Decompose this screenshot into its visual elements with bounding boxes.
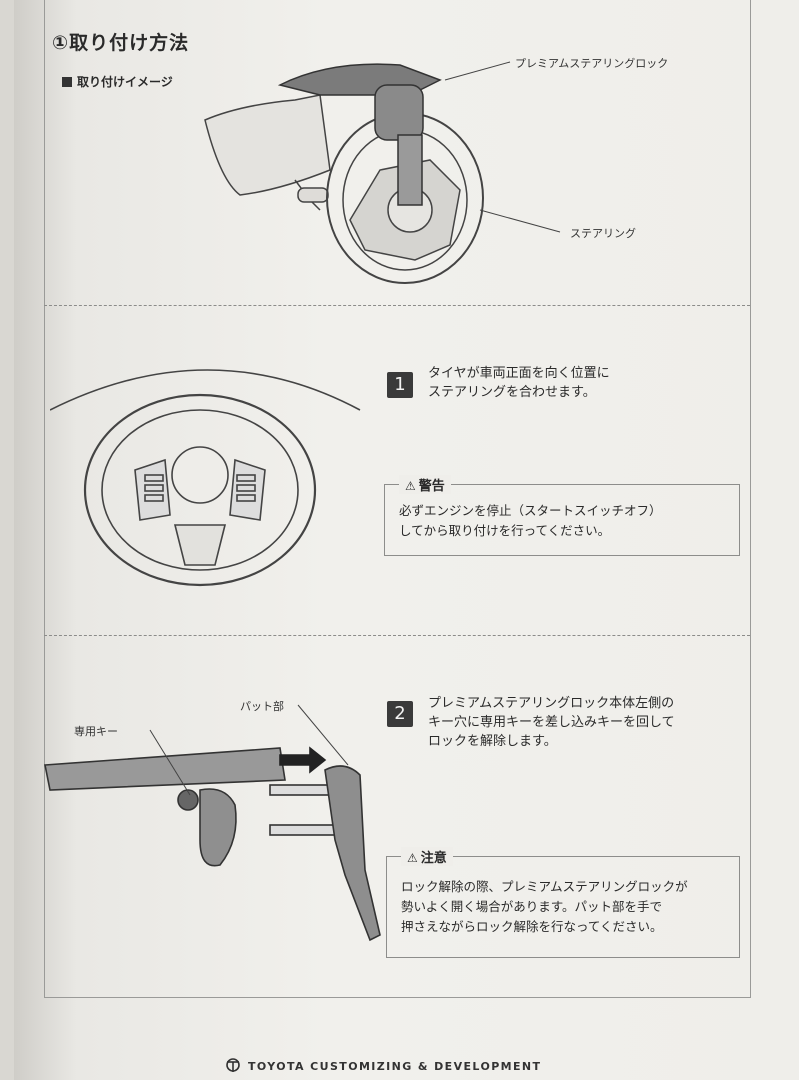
step1-line: ステアリングを合わせます。: [428, 385, 596, 400]
warning-triangle-icon: ⚠: [405, 479, 416, 493]
caution-line: 勢いよく開く場合があります。パット部を手で: [401, 899, 663, 914]
square-bullet-icon: [62, 77, 72, 87]
lock-label: プレミアムステアリングロック: [515, 57, 669, 70]
steering-label: ステアリング: [570, 227, 636, 240]
caution-title: 注意: [420, 851, 447, 866]
brand-logo-icon: [226, 1058, 240, 1072]
warning-line: 必ずエンジンを停止（スタートスイッチオフ）: [399, 503, 662, 518]
caution-body: ロック解除の際、プレミアムステアリングロックが 勢いよく開く場合があります。パッ…: [401, 877, 729, 937]
step1-text: タイヤが車両正面を向く位置に ステアリングを合わせます。: [428, 364, 610, 402]
content-frame: [44, 0, 751, 998]
section-title: ①取り付け方法: [52, 32, 190, 54]
footer-brand: TOYOTA CUSTOMIZING & DEVELOPMENT: [225, 1057, 541, 1073]
footer-brand-text: TOYOTA CUSTOMIZING & DEVELOPMENT: [248, 1060, 542, 1073]
caution-box: ⚠注意 ロック解除の際、プレミアムステアリングロックが 勢いよく開く場合がありま…: [386, 847, 740, 958]
caution-line: 押さえながらロック解除を行なってください。: [401, 919, 663, 934]
warning-heading: ⚠警告: [399, 475, 451, 494]
key-label: 専用キー: [74, 725, 118, 738]
step1-number: 1: [387, 372, 413, 398]
warning-body: 必ずエンジンを停止（スタートスイッチオフ） してから取り付けを行ってください。: [399, 501, 729, 541]
key-unlock-illustration: [44, 704, 381, 942]
caution-line: ロック解除の際、プレミアムステアリングロックが: [401, 879, 688, 894]
installed-image-illustration: [204, 61, 561, 284]
steering-wheel-illustration: [50, 369, 361, 587]
step2-number: 2: [387, 701, 413, 727]
step2-text: プレミアムステアリングロック本体左側の キー穴に専用キーを差し込みキーを回して …: [428, 694, 675, 751]
caution-triangle-icon: ⚠: [407, 851, 418, 865]
step2-line: ロックを解除します。: [428, 734, 557, 749]
pad-label: パット部: [240, 700, 284, 713]
warning-title: 警告: [418, 479, 445, 494]
section-subtitle-text: 取り付けイメージ: [77, 75, 173, 89]
step2-line: キー穴に専用キーを差し込みキーを回して: [428, 715, 675, 730]
section-divider: [44, 635, 750, 636]
warning-box: ⚠警告 必ずエンジンを停止（スタートスイッチオフ） してから取り付けを行ってくだ…: [384, 475, 740, 556]
warning-line: してから取り付けを行ってください。: [399, 523, 611, 538]
step2-line: プレミアムステアリングロック本体左側の: [428, 696, 675, 711]
step1-line: タイヤが車両正面を向く位置に: [428, 366, 610, 381]
caution-heading: ⚠注意: [401, 847, 453, 866]
section-subtitle: 取り付けイメージ: [62, 73, 173, 90]
section-divider: [44, 305, 750, 306]
